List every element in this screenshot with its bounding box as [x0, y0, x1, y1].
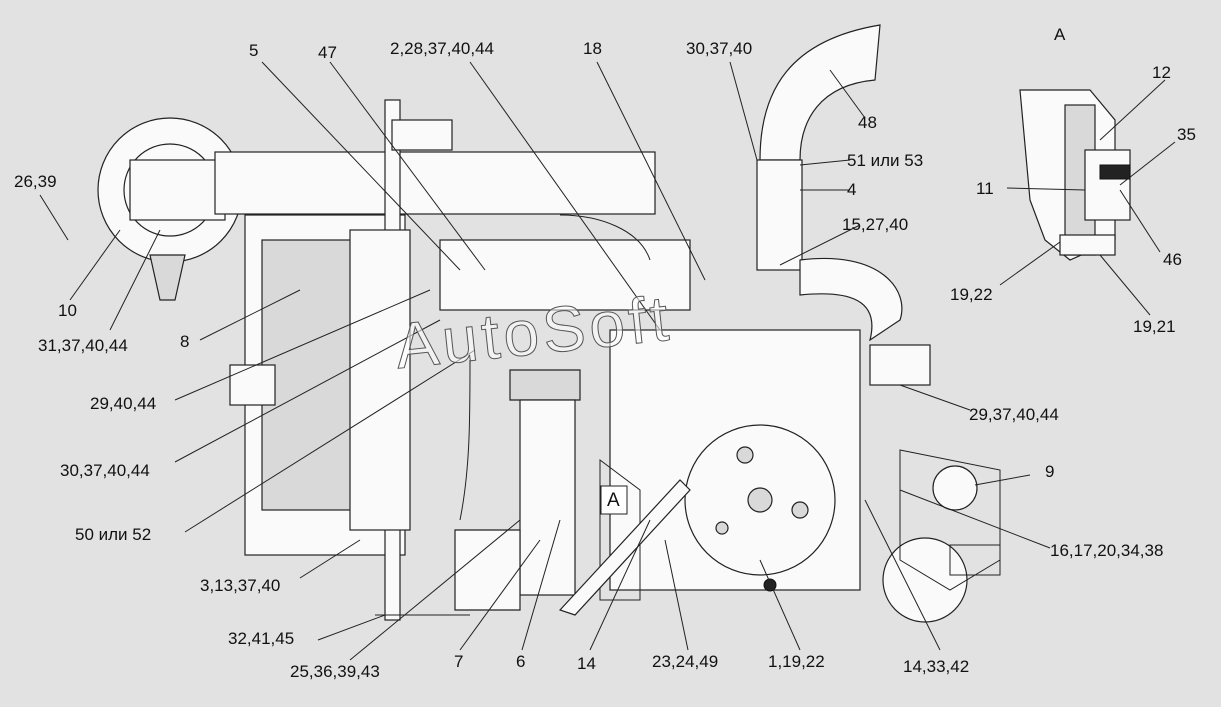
label-30-37-40-44-left: 30,37,40,44: [60, 461, 150, 480]
label-15-27-40: 15,27,40: [842, 215, 909, 234]
exhaust-pipe: [756, 24, 881, 271]
label-29-37-40-44: 29,37,40,44: [969, 405, 1059, 424]
detail-label-46: 46: [1163, 250, 1182, 269]
detail-label-35: 35: [1177, 125, 1196, 144]
detail-label-12: 12: [1152, 63, 1171, 82]
leader-lines: [39, 61, 1176, 661]
detail-view-a: [1019, 89, 1131, 261]
label-14-33-42: 14,33,42: [903, 657, 970, 676]
label-23-24-49: 23,24,49: [652, 652, 719, 671]
label-4: 4: [847, 180, 857, 199]
label-51-53: 51 или 53: [847, 151, 924, 170]
engine-block: [609, 329, 861, 592]
view-marker-letter: A: [607, 490, 620, 511]
label-9: 9: [1045, 462, 1055, 481]
label-18: 18: [583, 39, 602, 58]
label-3-13-37-40: 3,13,37,40: [200, 576, 281, 595]
label-10: 10: [58, 301, 77, 320]
label-14-bottom: 14: [577, 654, 596, 673]
label-32-41-45: 32,41,45: [228, 629, 295, 648]
label-47: 47: [318, 43, 337, 62]
label-30-37-40-top: 30,37,40: [686, 39, 753, 58]
starter-and-filter: [882, 449, 1001, 623]
detail-label-19-22: 19,22: [950, 285, 993, 304]
label-16-17-20-34-38: 16,17,20,34,38: [1050, 541, 1164, 560]
label-1-19-22: 1,19,22: [768, 652, 825, 671]
label-8: 8: [180, 332, 190, 351]
label-26-39: 26,39: [14, 172, 57, 191]
label-7: 7: [454, 652, 464, 671]
label-31-37-40-44: 31,37,40,44: [38, 336, 128, 355]
label-50-52: 50 или 52: [75, 525, 152, 544]
detail-title: A: [1054, 25, 1066, 44]
label-25-36-39-43: 25,36,39,43: [290, 662, 380, 681]
label-6: 6: [516, 652, 526, 671]
view-marker-a: [600, 485, 628, 515]
label-48: 48: [858, 113, 877, 132]
label-5: 5: [249, 41, 259, 60]
detail-label-19-21: 19,21: [1133, 317, 1176, 336]
label-2-28-37-40-44: 2,28,37,40,44: [390, 39, 494, 58]
detail-label-11: 11: [976, 179, 994, 198]
label-29-40-44: 29,40,44: [90, 394, 157, 413]
